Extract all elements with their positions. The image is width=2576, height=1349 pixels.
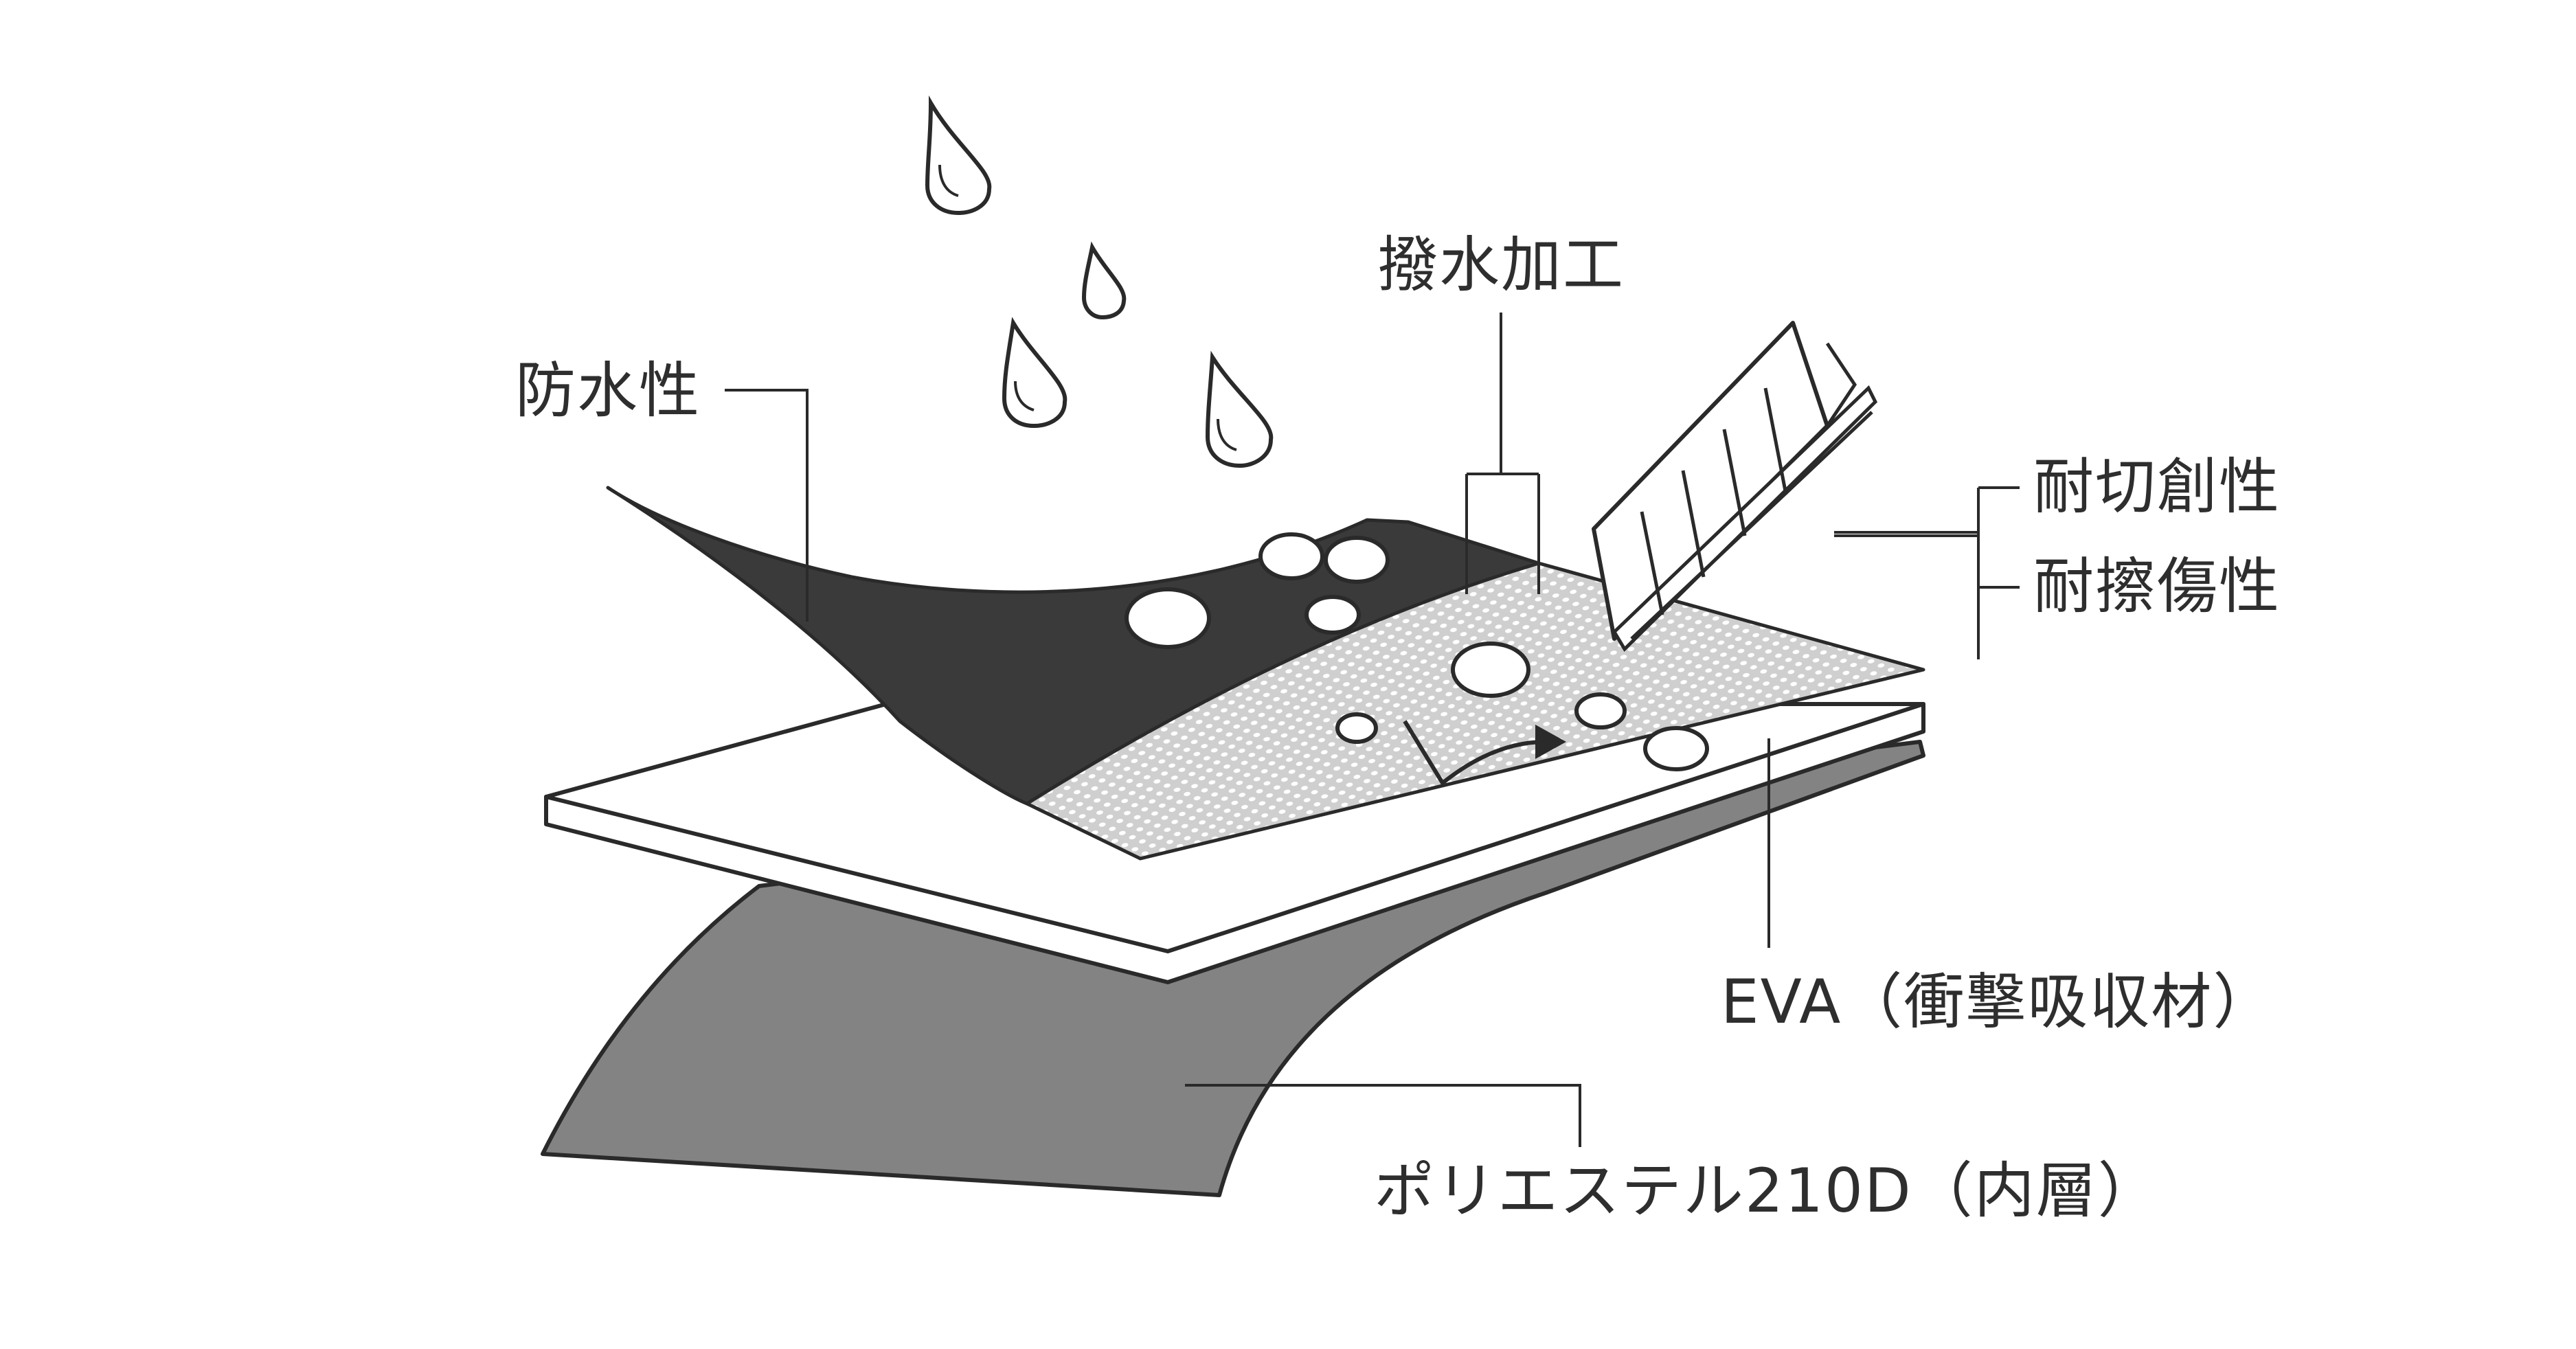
water-drop-icon [1002, 317, 1067, 429]
cut-resistance-label: 耐切創性 [2033, 451, 2281, 522]
water-drop-icon [1081, 241, 1127, 320]
cut-scratch-leader [1834, 488, 1980, 659]
leader-lines [725, 313, 2020, 1147]
waterproof-leader [725, 389, 809, 622]
polyester-layer [541, 740, 1925, 1197]
waterproof-label: 防水性 [515, 355, 701, 426]
arrow-icon [1403, 720, 1566, 786]
water-drop-icon [925, 95, 992, 216]
water-drop-icon [1205, 350, 1274, 468]
surface-drops [1125, 532, 1709, 771]
water-repellent-leader [1465, 313, 1540, 594]
eva-label: EVA（衝撃吸収材） [1721, 966, 2275, 1037]
polyester-label: ポリエステル210D（内層） [1374, 1155, 2160, 1226]
cut-scratch-bracket [1834, 486, 2020, 589]
polyester-leader [1185, 1084, 1581, 1147]
water-repellent-label: 撥水加工 [1377, 229, 1625, 300]
scratch-resistance-label: 耐擦傷性 [2033, 551, 2281, 622]
blade-icon [1592, 321, 1878, 653]
